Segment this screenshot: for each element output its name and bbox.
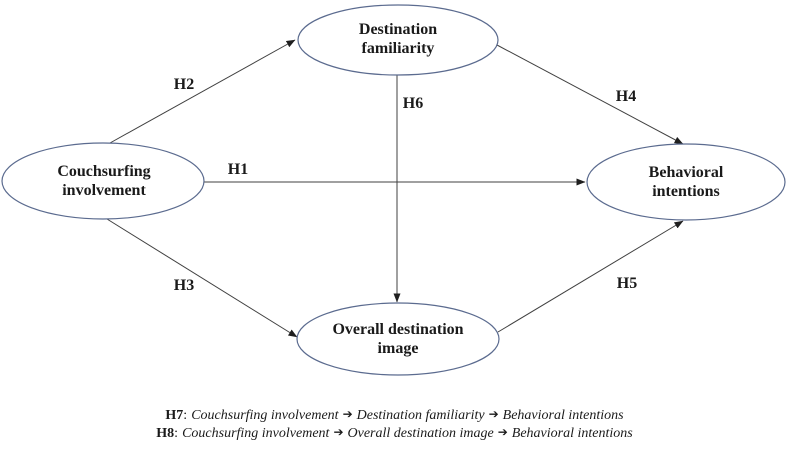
edge-label-h4: H4 <box>615 88 637 105</box>
edge-h5-arrow <box>497 220 684 333</box>
edge-label-h1: H1 <box>227 161 249 178</box>
edge-label-h6: H6 <box>402 95 424 112</box>
footnote-step: Couchsurfing involvement <box>191 408 339 423</box>
footnote-label: H7 <box>165 408 184 423</box>
node-label-line: Destination <box>358 21 438 38</box>
node-ellipse-behavioral-intentions <box>586 143 786 221</box>
node-label-overall-destination-image: Overall destination image <box>332 320 463 358</box>
footnote-step: Behavioral intentions <box>502 408 624 423</box>
edge-label-h5: H5 <box>616 275 638 292</box>
right-arrow-glyph: ➔ <box>342 407 353 421</box>
footnote-step: Couchsurfing involvement <box>182 426 330 441</box>
footnote-h7: H7:Couchsurfing involvement➔Destination … <box>0 406 789 424</box>
node-label-line: intentions <box>652 183 720 200</box>
node-label-line: familiarity <box>361 40 435 57</box>
edge-h4-arrow <box>496 44 684 145</box>
footnote-step: Destination familiarity <box>356 408 485 423</box>
edge-label-h3: H3 <box>173 277 195 294</box>
footnote-colon: : <box>183 408 188 423</box>
footnote-label: H8 <box>156 426 175 441</box>
footnote-step: Overall destination image <box>347 426 494 441</box>
node-label-line: image <box>377 340 419 357</box>
node-label-line: involvement <box>62 182 146 199</box>
footnote-h8: H8:Couchsurfing involvement➔Overall dest… <box>0 424 789 442</box>
node-ellipse-overall-destination-image <box>296 302 500 376</box>
footnote-colon: : <box>174 426 179 441</box>
right-arrow-glyph: ➔ <box>488 407 499 421</box>
node-label-line: Overall destination <box>332 321 464 338</box>
node-ellipse-destination-familiarity <box>297 4 499 76</box>
node-label-destination-familiarity: Destination familiarity <box>359 20 437 58</box>
node-label-line: Behavioral <box>648 164 724 181</box>
node-ellipse-couchsurfing-involvement <box>1 142 205 220</box>
edge-h3-arrow <box>106 218 298 338</box>
node-label-behavioral-intentions: Behavioral intentions <box>649 163 724 201</box>
right-arrow-glyph: ➔ <box>497 425 508 439</box>
node-label-line: Couchsurfing <box>57 163 151 180</box>
node-label-couchsurfing-involvement: Couchsurfing involvement <box>57 162 150 200</box>
footnote-step: Behavioral intentions <box>511 426 633 441</box>
edge-label-h2: H2 <box>173 76 195 93</box>
hypotheses-footnotes: H7:Couchsurfing involvement➔Destination … <box>0 406 789 442</box>
edge-h2-arrow <box>109 39 296 144</box>
right-arrow-glyph: ➔ <box>333 425 344 439</box>
